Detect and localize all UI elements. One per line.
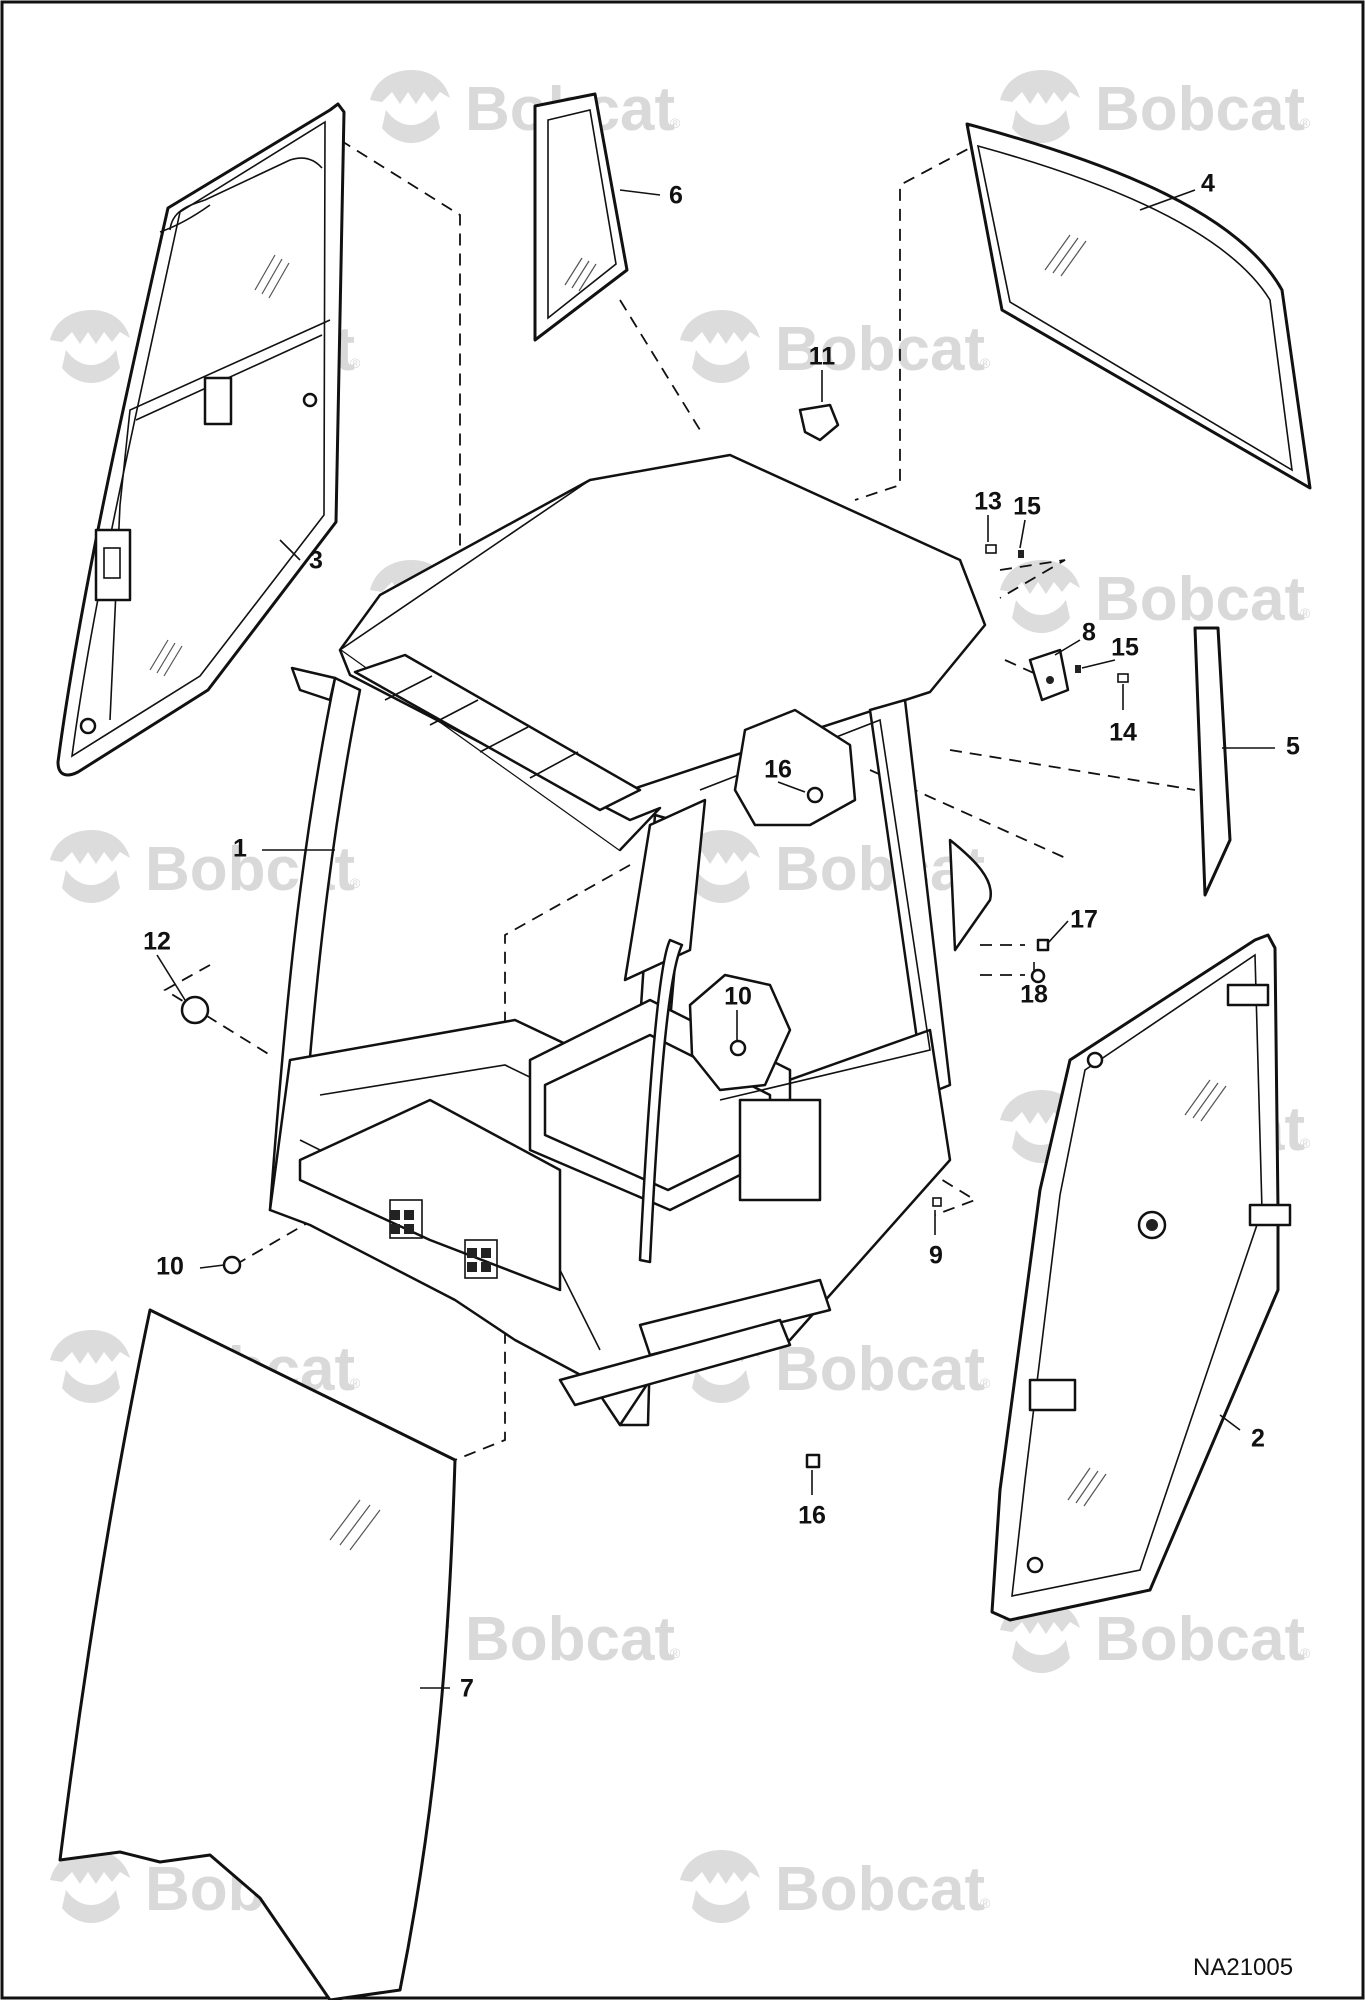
watermark-registered-mark: ® bbox=[670, 1645, 681, 1661]
hardware-items bbox=[180, 403, 1129, 1469]
grommet-11 bbox=[798, 403, 840, 442]
callout-c15a: 15 bbox=[1013, 493, 1041, 521]
watermark-text: Bobcat bbox=[775, 1855, 985, 1924]
windshield-part-7 bbox=[58, 1308, 457, 2000]
callout-c10b: 10 bbox=[156, 1253, 184, 1281]
watermark-text: Bobcat bbox=[465, 1605, 675, 1674]
callout-c1: 1 bbox=[233, 835, 247, 863]
watermark-13: Bobcat® bbox=[370, 1600, 681, 1674]
bobcat-logo-icon bbox=[50, 310, 130, 383]
watermark-text: Bobcat bbox=[775, 1335, 985, 1404]
bobcat-logo-icon bbox=[680, 1850, 760, 1923]
callout-shape-16 bbox=[733, 708, 857, 827]
watermark-text: Bobcat bbox=[1095, 75, 1305, 144]
left-door-part-3 bbox=[56, 102, 346, 777]
watermark-text: Bobcat bbox=[1095, 565, 1305, 634]
callout-c3: 3 bbox=[309, 547, 323, 575]
leader-lines bbox=[156, 189, 1275, 1689]
watermark-text: Bobcat bbox=[775, 315, 985, 384]
watermark-15: Bobcat® bbox=[680, 1850, 991, 1924]
watermark-1: Bobcat® bbox=[1000, 70, 1311, 144]
callout-c16a: 16 bbox=[764, 756, 792, 784]
right-door-part-2 bbox=[990, 933, 1292, 1622]
watermark-4: Bobcat® bbox=[1000, 560, 1311, 634]
bobcat-logo-icon bbox=[50, 1330, 130, 1403]
callout-c12: 12 bbox=[143, 928, 171, 956]
watermark-registered-mark: ® bbox=[350, 355, 361, 371]
callout-c7: 7 bbox=[460, 1675, 474, 1703]
callout-c8: 8 bbox=[1082, 619, 1096, 647]
watermark-registered-mark: ® bbox=[1300, 1645, 1311, 1661]
drawing-id: NA21005 bbox=[1193, 1954, 1293, 1981]
watermark-3: Bobcat® bbox=[680, 310, 991, 384]
watermark-registered-mark: ® bbox=[1300, 115, 1311, 131]
watermark-12: Bobcat® bbox=[1000, 1600, 1311, 1674]
watermark-registered-mark: ® bbox=[350, 1375, 361, 1391]
grille-left bbox=[390, 1210, 414, 1234]
watermark-registered-mark: ® bbox=[980, 1895, 991, 1911]
watermark-7: Bobcat® bbox=[680, 830, 991, 904]
callout-c18: 18 bbox=[1020, 981, 1048, 1009]
grille-right bbox=[467, 1248, 491, 1272]
callout-c16b: 16 bbox=[798, 1502, 826, 1530]
rear-side-glass-part-5 bbox=[1193, 626, 1232, 897]
watermark-11: Bobcat® bbox=[680, 1330, 991, 1404]
callout-c11: 11 bbox=[809, 343, 836, 371]
watermark-registered-mark: ® bbox=[980, 1375, 991, 1391]
side-glass-part-6 bbox=[533, 92, 629, 342]
callout-c4: 4 bbox=[1201, 170, 1215, 198]
bobcat-logo-icon bbox=[50, 830, 130, 903]
watermark-registered-mark: ® bbox=[1300, 1135, 1311, 1151]
callout-c15b: 15 bbox=[1111, 634, 1139, 662]
callout-c17: 17 bbox=[1070, 906, 1098, 934]
plug-12 bbox=[180, 995, 210, 1025]
watermark-text: Bobcat bbox=[1095, 1605, 1305, 1674]
watermark-registered-mark: ® bbox=[980, 355, 991, 371]
bracket-8 bbox=[1028, 648, 1070, 702]
callout-c2: 2 bbox=[1251, 1425, 1265, 1453]
bobcat-logo-icon bbox=[1000, 70, 1080, 143]
callout-c14: 14 bbox=[1109, 719, 1137, 747]
callout-c13: 13 bbox=[974, 488, 1002, 516]
watermark-registered-mark: ® bbox=[1300, 605, 1311, 621]
watermark-registered-mark: ® bbox=[350, 875, 361, 891]
callout-c6: 6 bbox=[669, 182, 683, 210]
callout-c9: 9 bbox=[929, 1242, 943, 1270]
watermark-registered-mark: ® bbox=[670, 115, 681, 131]
callout-shape-10 bbox=[688, 973, 792, 1092]
bobcat-logo-icon bbox=[1000, 560, 1080, 633]
cab-frame-part-1 bbox=[268, 453, 993, 1427]
callout-c5: 5 bbox=[1286, 733, 1300, 761]
bobcat-logo-icon bbox=[370, 70, 450, 143]
rear-window-part-4 bbox=[965, 122, 1312, 490]
watermark-0: Bobcat® bbox=[370, 70, 681, 144]
callout-c10a: 10 bbox=[724, 983, 752, 1011]
bobcat-logo-icon bbox=[680, 310, 760, 383]
